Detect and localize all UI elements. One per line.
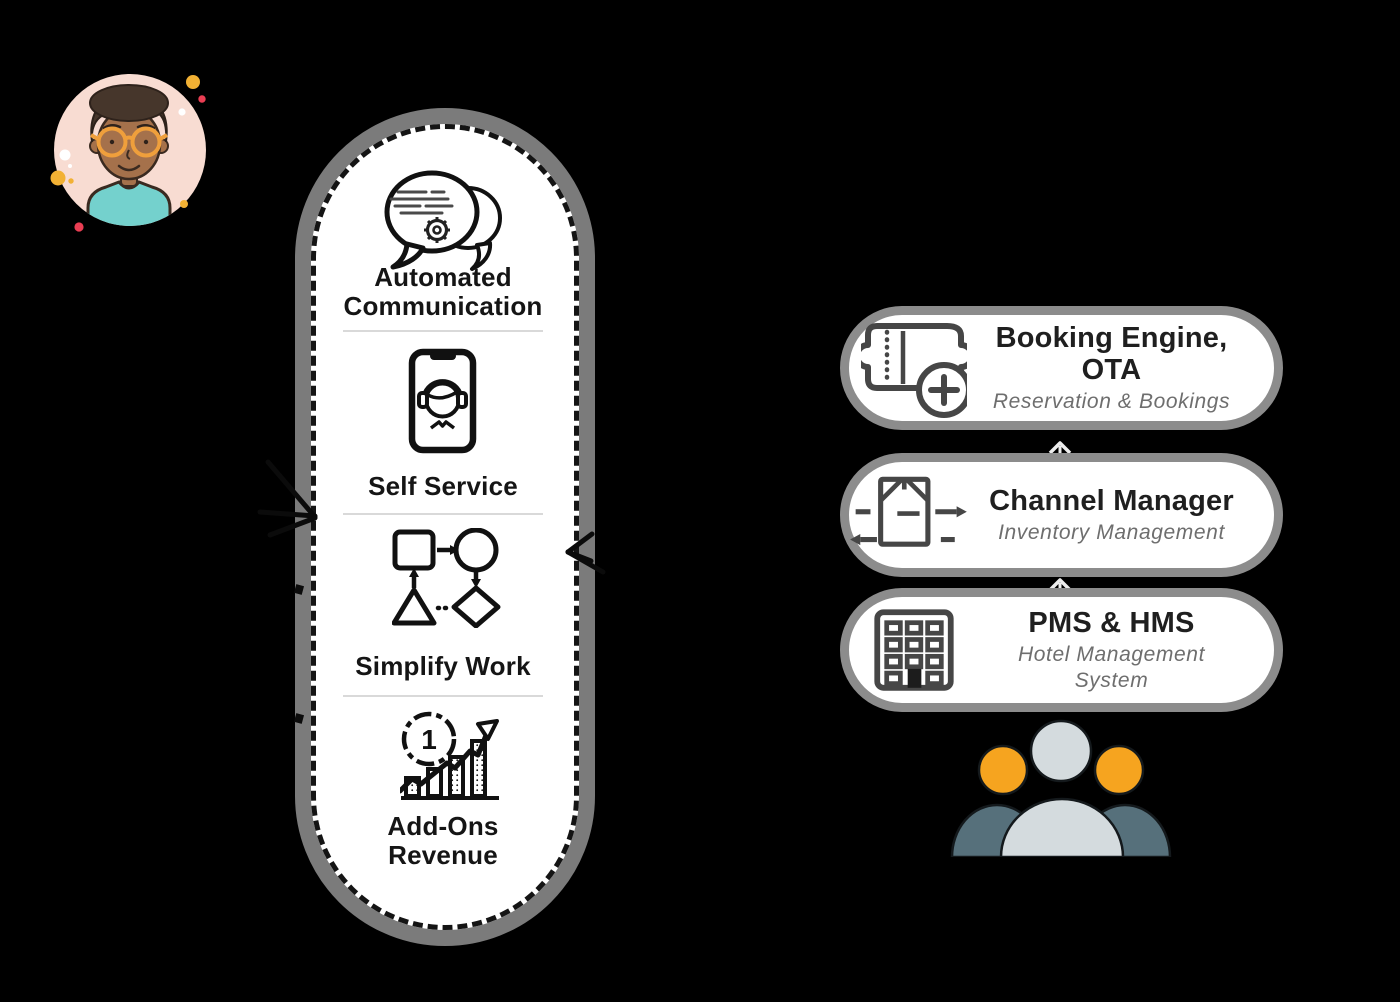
decorative-dots — [50, 75, 206, 232]
system-subtitle: Reservation & Bookings — [992, 389, 1231, 413]
capsule-item-label: Self Service — [368, 471, 518, 501]
system-box-booking-engine: Booking Engine, OTA Reservation & Bookin… — [840, 306, 1283, 430]
system-title: Channel Manager — [989, 484, 1234, 517]
chevron-up-icon — [1048, 441, 1072, 455]
door — [907, 668, 922, 688]
guest-journey-capsule: Automated Communication Self Service — [295, 108, 595, 946]
system-box-channel-manager: Channel Manager Inventory Management — [840, 453, 1283, 577]
system-title: Booking Engine, OTA — [995, 321, 1228, 386]
capsule-item-label: Automated Communication — [343, 262, 543, 321]
gear-icon — [424, 217, 450, 243]
clock-number: 1 — [421, 724, 437, 755]
chat-gear-icon — [384, 170, 502, 271]
glasses-icon — [90, 126, 168, 158]
capsule-item-label: Add-Ons Revenue — [387, 811, 499, 870]
phone-support-icon — [408, 348, 477, 454]
users-group-icon — [950, 719, 1172, 857]
system-title: PMS & HMS — [1028, 606, 1195, 639]
system-text: PMS & HMS Hotel Management System — [979, 607, 1274, 694]
customer-avatar-icon — [50, 74, 206, 232]
package-flow-icon — [850, 476, 967, 547]
system-icon-zone — [849, 471, 979, 559]
divider — [343, 330, 543, 332]
system-text: Booking Engine, OTA Reservation & Bookin… — [979, 322, 1274, 415]
system-icon-zone — [849, 608, 979, 692]
growth-chart-icon: 1 — [400, 711, 499, 800]
system-subtitle: Hotel Management System — [1017, 642, 1206, 692]
workflow-icon — [392, 528, 501, 628]
arrow-into-capsule-left-icon — [257, 459, 318, 538]
system-text: Channel Manager Inventory Management — [979, 485, 1274, 546]
ticket-plus-icon — [861, 323, 967, 418]
divider — [343, 695, 543, 697]
avatar-person — [86, 84, 172, 226]
capsule-item-label: Simplify Work — [355, 651, 531, 681]
system-box-pms-hms: PMS & HMS Hotel Management System — [840, 588, 1283, 712]
divider — [343, 513, 543, 515]
arrow-into-capsule-right-icon — [565, 531, 606, 575]
system-icon-zone — [849, 318, 979, 418]
building-icon — [874, 609, 954, 691]
capsule-dashed-border — [311, 124, 579, 930]
system-subtitle: Inventory Management — [998, 520, 1225, 544]
